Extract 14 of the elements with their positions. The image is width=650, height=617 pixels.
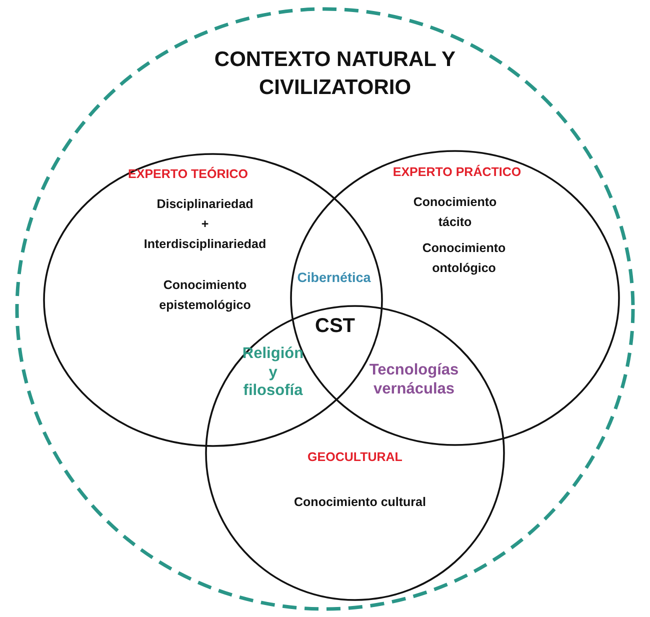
circle-heading: EXPERTO TEÓRICO xyxy=(127,166,249,183)
overlap-label: CST xyxy=(314,314,356,338)
circle-text: Conocimiento ontológico xyxy=(421,240,507,277)
circle-heading: GEOCULTURAL xyxy=(306,449,404,466)
circle-text: Conocimiento tácito xyxy=(412,194,498,231)
overlap-label: Cibernética xyxy=(296,270,372,286)
circle-text: Disciplinariedad + Interdisciplinariedad xyxy=(142,196,268,253)
overlap-label: Religión y filosofía xyxy=(241,345,305,401)
circle-text: Conocimiento cultural xyxy=(293,494,427,511)
dashed-circle xyxy=(15,7,635,611)
circle-text: Conocimiento epistemológico xyxy=(158,277,252,314)
circle-heading: EXPERTO PRÁCTICO xyxy=(392,164,522,181)
title-text: CONTEXTO NATURAL Y CIVILIZATORIO xyxy=(213,47,457,101)
overlap-label: Tecnologías vernáculas xyxy=(368,361,460,399)
